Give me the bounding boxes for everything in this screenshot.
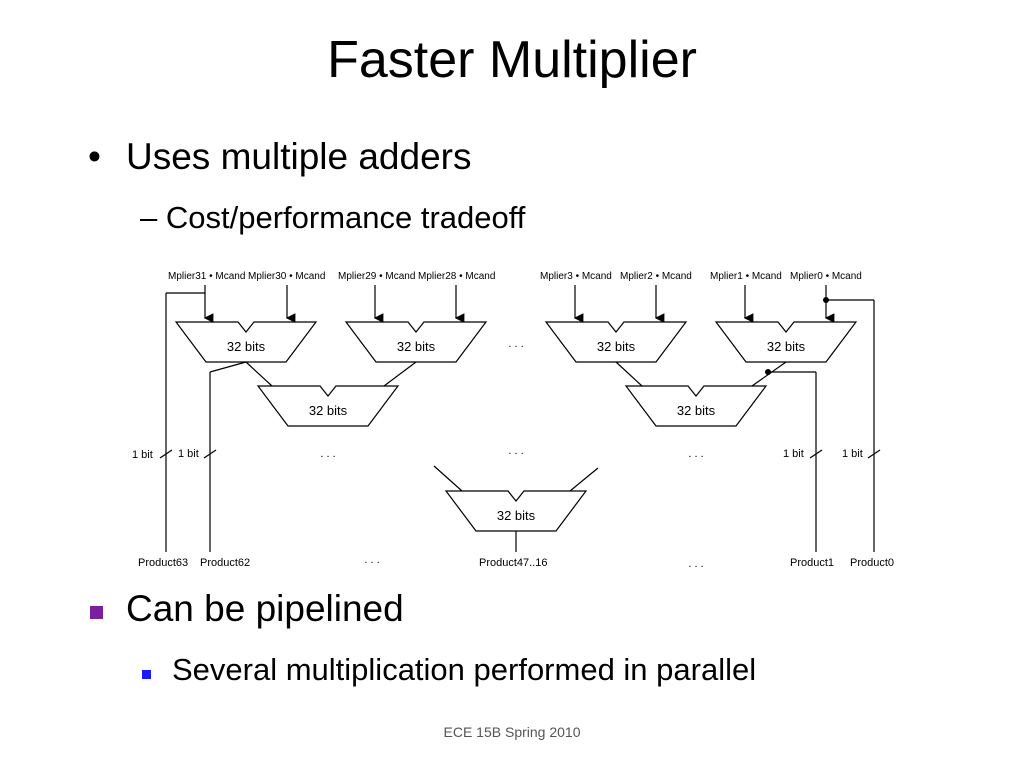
- slide-footer: ECE 15B Spring 2010: [443, 724, 581, 740]
- input-label: Mplier30 • Mcand: [248, 271, 325, 282]
- ellipsis: . . .: [320, 448, 335, 460]
- input-label: Mplier1 • Mcand: [710, 271, 782, 282]
- bullet-square-icon: [90, 606, 103, 619]
- subbullet-text: Cost/performance tradeoff: [165, 200, 526, 235]
- adder-label: 32 bits: [397, 339, 436, 354]
- bit-label: 1 bit: [842, 448, 863, 460]
- adder-label: 32 bits: [227, 339, 266, 354]
- bullet-can-be-pipelined: Can be pipelined: [126, 588, 404, 629]
- input-label: Mplier31 • Mcand: [168, 271, 245, 282]
- adder-shape: [444, 490, 588, 532]
- input-label: Mplier2 • Mcand: [620, 271, 692, 282]
- bit-label: 1 bit: [783, 448, 804, 460]
- output-label: Product62: [200, 557, 250, 569]
- input-label: Mplier0 • Mcand: [790, 271, 862, 282]
- bullet-dot-icon: •: [88, 136, 101, 177]
- adder-label: 32 bits: [497, 508, 536, 523]
- adder-shape: [624, 385, 768, 427]
- output-label: Product63: [138, 557, 188, 569]
- adder-label: 32 bits: [309, 403, 348, 418]
- output-label: Product47..16: [479, 557, 548, 569]
- bit-label: 1 bit: [132, 449, 153, 461]
- subbullet-parallel: Several multiplication performed in para…: [172, 652, 757, 687]
- slide-title: Faster Multiplier: [327, 31, 697, 89]
- output-label: Product0: [850, 557, 894, 569]
- bit-label: 1 bit: [178, 448, 199, 460]
- adder-shape: [256, 385, 400, 427]
- subbullet-cost-performance: – Cost/performance tradeoff: [140, 200, 526, 235]
- adder-shape: [174, 321, 318, 363]
- adder-label: 32 bits: [597, 339, 636, 354]
- ellipsis: . . .: [364, 554, 379, 566]
- adder-label: 32 bits: [767, 339, 806, 354]
- input-label: Mplier28 • Mcand: [418, 271, 495, 282]
- adder-shape: [714, 321, 858, 363]
- bullet-text: Uses multiple adders: [126, 136, 472, 177]
- output-label: Product1: [790, 557, 834, 569]
- adder-label: 32 bits: [677, 403, 716, 418]
- subbullet-square-icon: [142, 670, 151, 679]
- ellipsis: . . .: [688, 558, 703, 570]
- ellipsis: . . .: [508, 445, 523, 457]
- ellipsis: . . .: [508, 338, 523, 350]
- adder-shape: [344, 321, 488, 363]
- input-label: Mplier29 • Mcand: [338, 271, 415, 282]
- input-label: Mplier3 • Mcand: [540, 271, 612, 282]
- ellipsis: . . .: [688, 448, 703, 460]
- adder-shape: [544, 321, 688, 363]
